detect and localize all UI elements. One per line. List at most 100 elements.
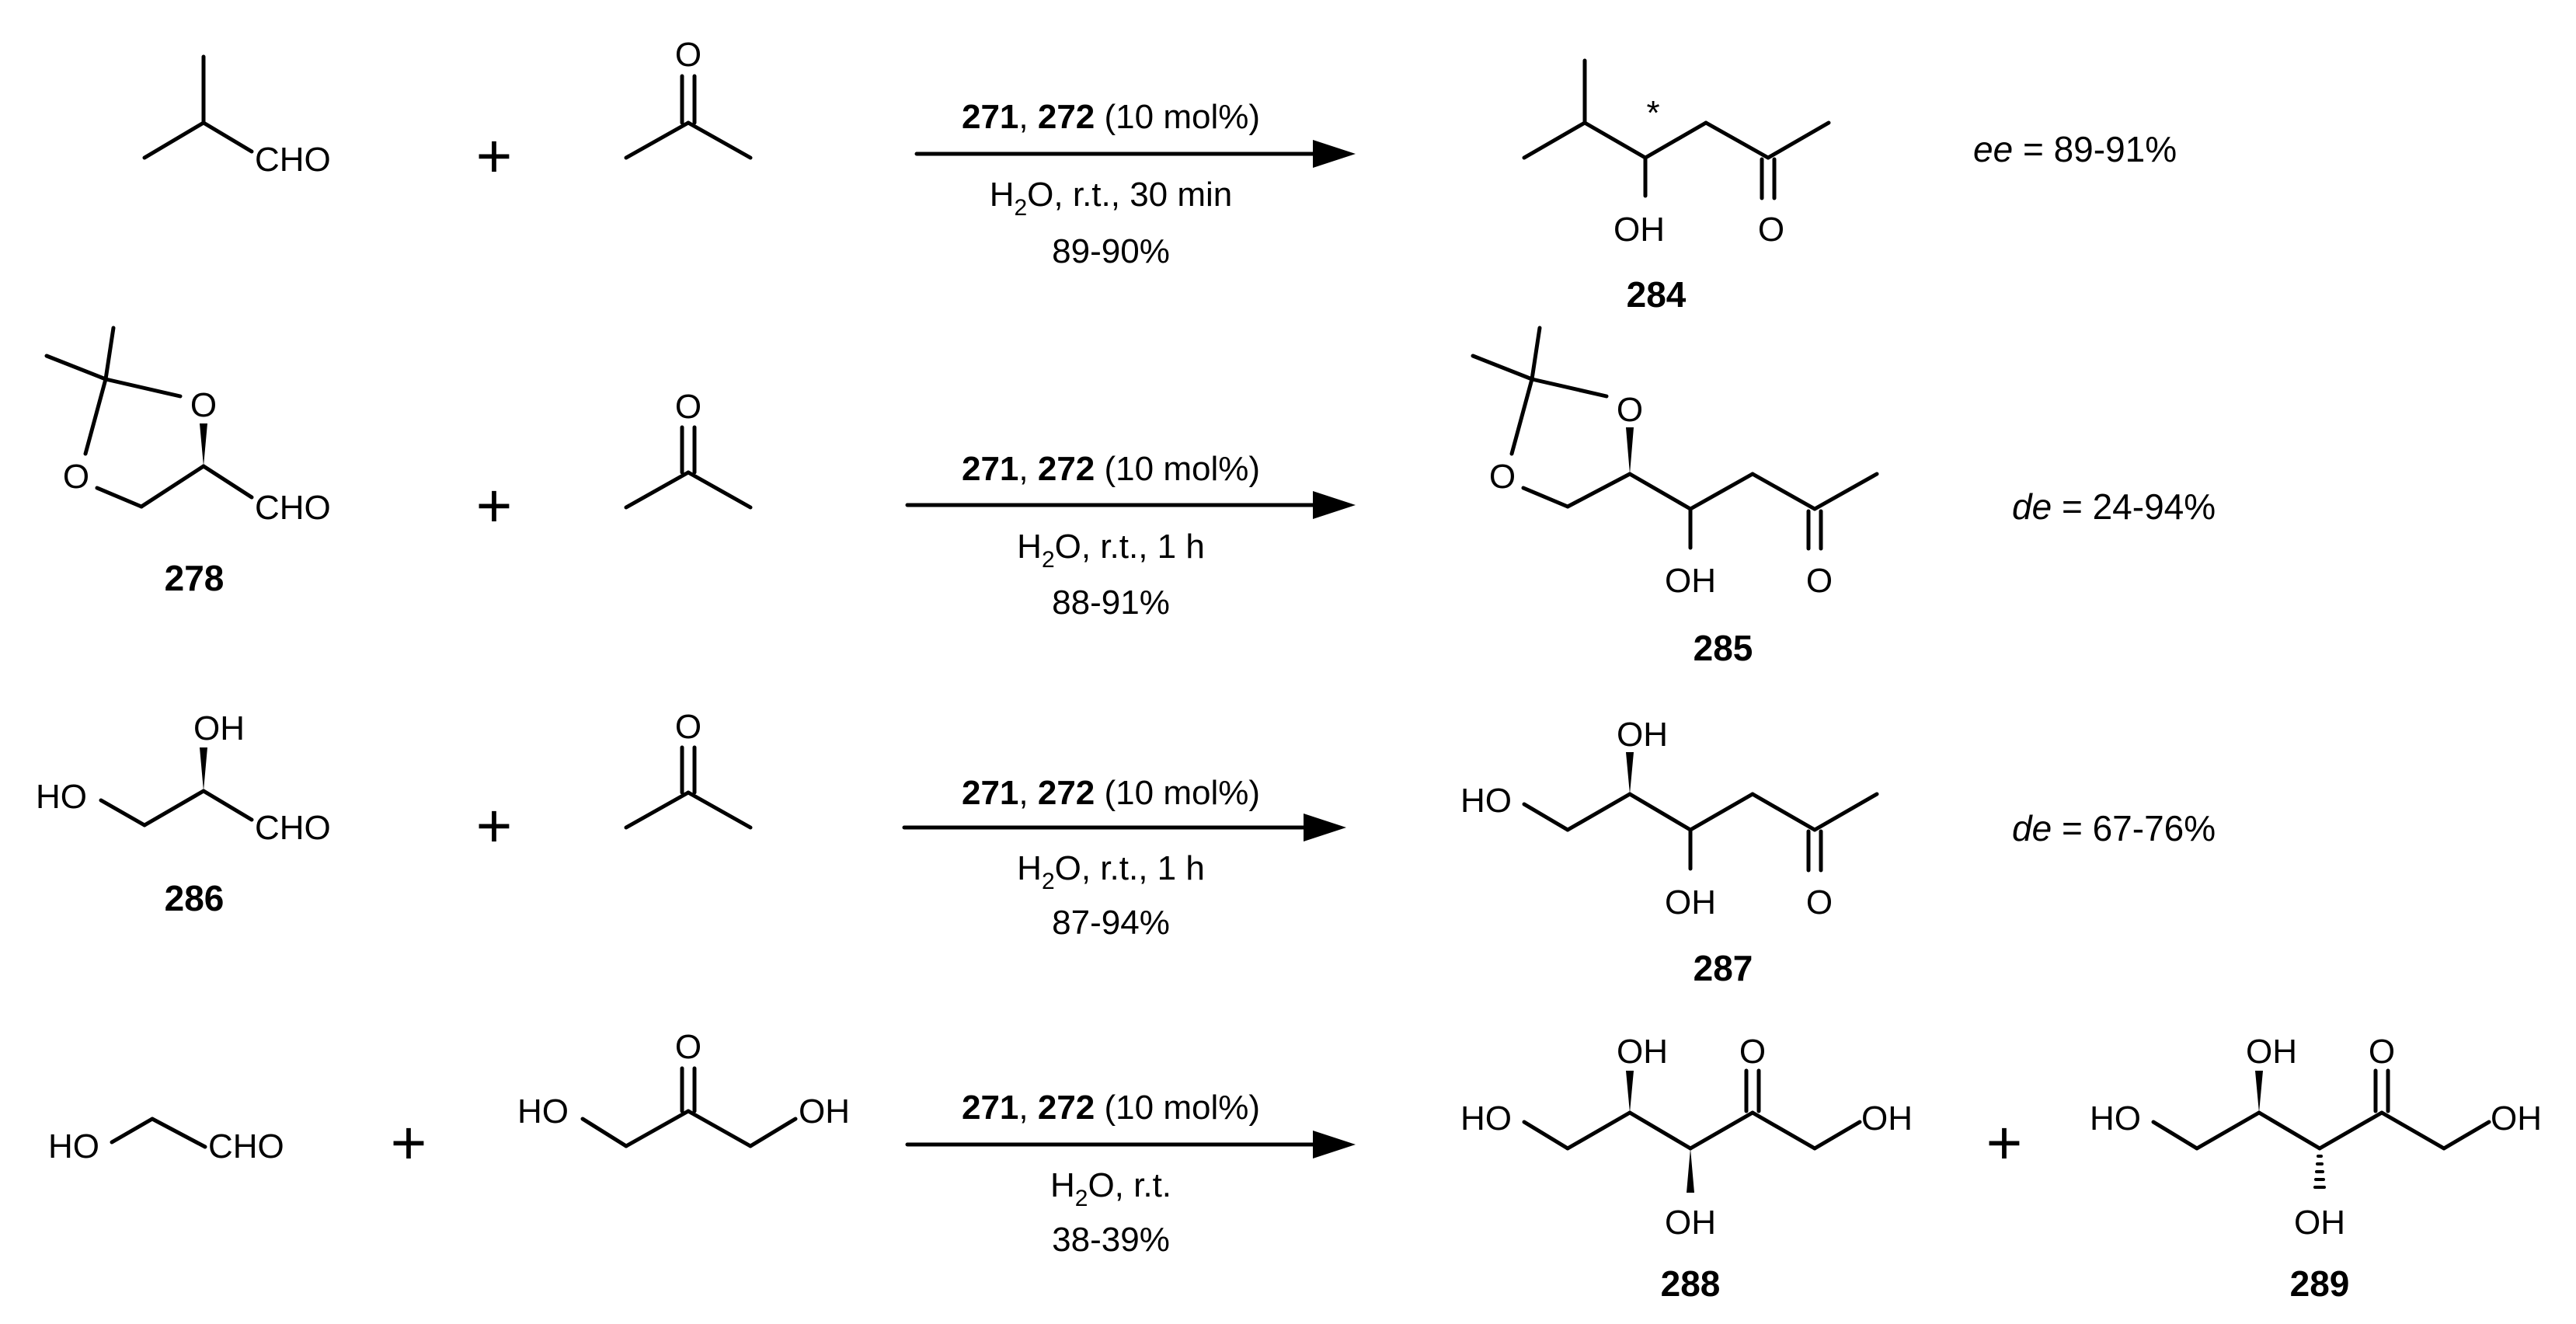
oxygen-label: O xyxy=(1758,211,1784,249)
bond xyxy=(1643,120,1708,160)
bond xyxy=(1688,472,1755,511)
product-288-structure: HO OH O OH OH xyxy=(1460,1033,1913,1242)
bond xyxy=(1766,120,1831,160)
arrow-head xyxy=(1304,814,1346,841)
selectivity-label: ee = 89-91% xyxy=(1973,129,2177,169)
ring-oxygen-label: O xyxy=(1489,458,1516,496)
hydroxyl-label: OH xyxy=(1665,1204,1716,1242)
conditions-label: H2O, r.t., 1 h xyxy=(1017,849,1205,894)
bond xyxy=(686,1109,753,1148)
arrow-head xyxy=(1313,140,1356,168)
glyceraldehyde-structure: HO OH CHO xyxy=(36,709,331,847)
reaction-arrow-1 xyxy=(914,140,1356,168)
bond xyxy=(150,1117,207,1149)
hydroxyl-label: OH xyxy=(193,709,245,747)
cho-label: CHO xyxy=(208,1127,284,1165)
compound-number-286: 286 xyxy=(165,878,225,918)
bond xyxy=(103,326,116,382)
bond xyxy=(686,470,753,510)
bond xyxy=(1521,486,1570,509)
hydroxyl-label: OH xyxy=(1665,562,1716,600)
yield-label: 88-91% xyxy=(1052,584,1170,622)
bond xyxy=(99,798,147,828)
hydroxyl-label: HO xyxy=(36,778,87,816)
catalyst-label: 271, 272 (10 mol%) xyxy=(962,774,1260,812)
row-4: HO CHO + O HO OH 271, 272 (10 mol%) H2O, xyxy=(48,1028,2542,1304)
bond xyxy=(110,1117,155,1145)
oxygen-label: O xyxy=(1806,883,1833,922)
selectivity-label: de = 67-76% xyxy=(2012,808,2216,848)
oxygen-label: O xyxy=(675,708,701,746)
compound-number-278: 278 xyxy=(165,558,225,598)
hydroxyl-label: HO xyxy=(517,1092,569,1131)
bond xyxy=(1627,1110,1693,1151)
arrow-head xyxy=(1313,1131,1356,1158)
bond xyxy=(2317,1110,2384,1151)
bond xyxy=(201,464,254,500)
hydroxyl-label: OH xyxy=(2294,1204,2345,1242)
catalyst-label: 271, 272 (10 mol%) xyxy=(962,98,1260,136)
bond xyxy=(1627,792,1693,832)
hydroxyl-label: HO xyxy=(48,1127,99,1165)
plus-sign: + xyxy=(476,791,513,860)
bond xyxy=(624,1109,691,1148)
hydroxyl-label: OH xyxy=(1861,1099,1913,1138)
bond xyxy=(1565,1110,1632,1151)
reaction-arrow-3 xyxy=(902,814,1346,841)
compound-number-287: 287 xyxy=(1694,948,1753,988)
bond xyxy=(2195,1110,2261,1151)
bond xyxy=(1471,354,1534,382)
plus-sign: + xyxy=(1986,1108,2023,1177)
bond xyxy=(624,790,691,830)
dihydroxyacetone-structure: O HO OH xyxy=(517,1028,850,1148)
reaction-arrow-2 xyxy=(905,491,1356,519)
isobutyraldehyde-structure: CHO xyxy=(142,54,331,179)
reaction-arrow-4 xyxy=(905,1131,1356,1158)
bond xyxy=(1812,1120,1862,1151)
yield-label: 87-94% xyxy=(1052,904,1170,942)
row-3: HO OH CHO 286 + O 271, 272 (10 mol%) H2O… xyxy=(36,708,2216,988)
bond xyxy=(2151,1120,2199,1151)
yield-label: 38-39% xyxy=(1052,1221,1170,1259)
bond xyxy=(139,464,206,509)
plus-sign: + xyxy=(391,1108,427,1177)
bond xyxy=(1688,1110,1755,1151)
bond xyxy=(580,1117,628,1148)
hydroxyl-label: HO xyxy=(1460,782,1512,820)
bond xyxy=(1522,1120,1570,1151)
bond xyxy=(624,120,691,160)
wedge-bond xyxy=(200,423,207,466)
bond xyxy=(44,354,108,382)
hydroxyl-label: OH xyxy=(1665,883,1716,922)
wedge-bond xyxy=(200,747,207,791)
oxygen-label: O xyxy=(675,1028,701,1066)
acetone-structure: O xyxy=(624,708,753,830)
selectivity-label: de = 24-94% xyxy=(2012,486,2216,527)
wedge-bond xyxy=(1626,1071,1634,1113)
row-2: O O CHO 278 + O 271, 272 (10 mol%) H2O, … xyxy=(44,326,2216,668)
acetone-structure: O xyxy=(624,36,753,160)
bond xyxy=(686,120,753,160)
oxygen-label: O xyxy=(1739,1033,1766,1071)
bond xyxy=(83,377,108,456)
yield-label: 89-90% xyxy=(1052,232,1170,270)
oxygen-label: O xyxy=(675,388,701,426)
hydroxyl-label: OH xyxy=(1613,211,1665,249)
ring-oxygen-label: O xyxy=(63,458,89,496)
bond xyxy=(142,120,206,160)
bond xyxy=(1530,326,1542,382)
bond xyxy=(1565,792,1632,832)
hydroxyl-label: OH xyxy=(1617,1033,1668,1071)
bond xyxy=(1688,792,1755,832)
bond xyxy=(201,789,254,822)
bond xyxy=(1750,792,1817,832)
conditions-label: H2O, r.t., 1 h xyxy=(1017,528,1205,573)
bond xyxy=(1509,377,1534,456)
plus-sign: + xyxy=(476,471,513,540)
catalyst-label: 271, 272 (10 mol%) xyxy=(962,1089,1260,1127)
catalyst-label: 271, 272 (10 mol%) xyxy=(962,450,1260,488)
cho-label: CHO xyxy=(255,809,331,847)
cho-label: CHO xyxy=(255,141,331,179)
conditions-label: H2O, r.t. xyxy=(1050,1166,1171,1211)
